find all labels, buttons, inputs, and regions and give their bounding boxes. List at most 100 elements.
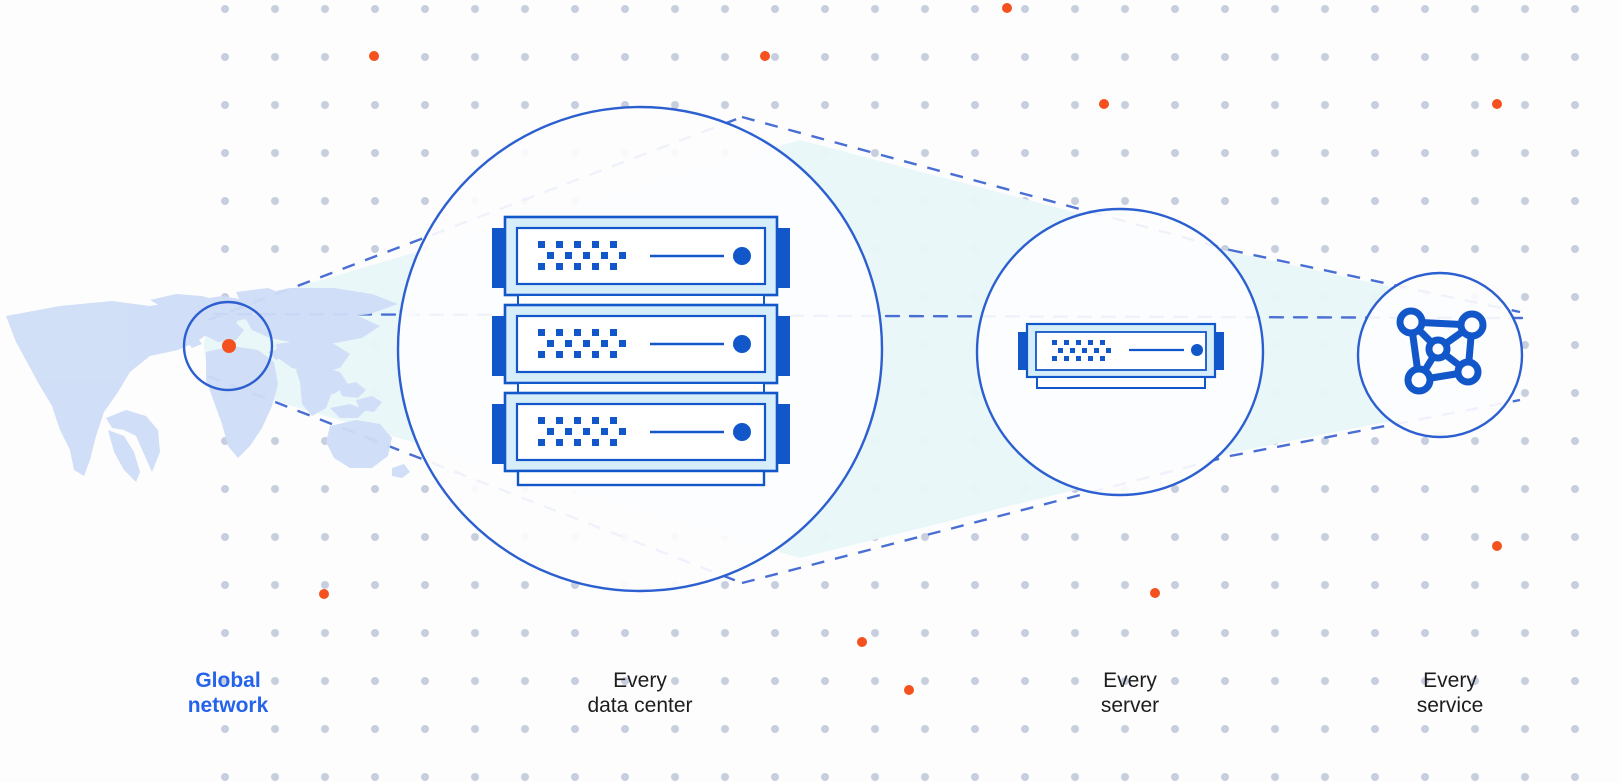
grid-dot — [821, 773, 829, 781]
grid-dot — [971, 101, 979, 109]
grid-dot — [1571, 341, 1579, 349]
grid-dot — [271, 773, 279, 781]
grid-dot — [1421, 437, 1429, 445]
grid-dot — [1221, 581, 1229, 589]
grid-dot — [471, 101, 479, 109]
grid-dot — [1171, 197, 1179, 205]
service-group — [1356, 271, 1524, 439]
grid-dot — [521, 725, 529, 733]
grid-dot — [321, 53, 329, 61]
grid-dot — [1271, 53, 1279, 61]
grid-dot — [1471, 629, 1479, 637]
grid-dot-highlight — [760, 51, 770, 61]
label-every-data-center: Every data center — [587, 669, 693, 717]
grid-dot — [771, 53, 779, 61]
grid-dot — [1521, 677, 1529, 685]
grid-dot — [721, 101, 729, 109]
grid-dot — [421, 725, 429, 733]
grid-dot — [771, 101, 779, 109]
grid-dot — [971, 581, 979, 589]
grid-dot — [1421, 101, 1429, 109]
grid-dot — [771, 629, 779, 637]
grid-dot — [1571, 101, 1579, 109]
grid-dot — [771, 773, 779, 781]
mesh-node-center — [1425, 336, 1451, 362]
grid-dot — [821, 629, 829, 637]
server-base-shelf — [1036, 376, 1206, 389]
grid-dot — [1221, 149, 1229, 157]
grid-dot — [421, 197, 429, 205]
grid-dot — [471, 5, 479, 13]
grid-dot — [1321, 53, 1329, 61]
grid-dot — [1121, 197, 1129, 205]
grid-dot — [421, 485, 429, 493]
grid-dot — [1121, 677, 1129, 685]
grid-dot — [1221, 533, 1229, 541]
grid-dot — [821, 677, 829, 685]
grid-dot — [1521, 437, 1529, 445]
grid-dot — [421, 101, 429, 109]
grid-dot-highlight — [1492, 99, 1502, 109]
grid-dot — [1521, 581, 1529, 589]
grid-dot — [1321, 725, 1329, 733]
grid-dot — [371, 677, 379, 685]
grid-dot — [771, 725, 779, 733]
grid-dot — [571, 101, 579, 109]
grid-dot — [921, 773, 929, 781]
grid-dot — [1571, 773, 1579, 781]
grid-dot — [1071, 101, 1079, 109]
grid-dot — [271, 197, 279, 205]
grid-dot — [1521, 5, 1529, 13]
rack-connector-2 — [517, 382, 765, 394]
grid-dot — [521, 53, 529, 61]
grid-dot — [1571, 533, 1579, 541]
grid-dot — [671, 725, 679, 733]
grid-dot — [921, 149, 929, 157]
grid-dot — [1371, 149, 1379, 157]
grid-dot — [1071, 197, 1079, 205]
grid-dot — [1571, 581, 1579, 589]
grid-dot — [221, 581, 229, 589]
grid-dot — [971, 533, 979, 541]
grid-dot — [371, 581, 379, 589]
grid-dot — [1071, 773, 1079, 781]
grid-dot — [221, 533, 229, 541]
grid-dot — [1521, 101, 1529, 109]
grid-dot — [621, 677, 629, 685]
grid-dot — [1471, 437, 1479, 445]
grid-dot — [371, 149, 379, 157]
grid-dot — [1521, 53, 1529, 61]
grid-dot — [1171, 53, 1179, 61]
grid-dot — [1321, 437, 1329, 445]
grid-dot — [471, 53, 479, 61]
grid-dot — [421, 773, 429, 781]
grid-dot — [721, 677, 729, 685]
grid-dot — [421, 53, 429, 61]
grid-dot — [321, 149, 329, 157]
grid-dot — [1421, 5, 1429, 13]
mesh-node-top-right — [1457, 310, 1487, 340]
grid-dot — [1571, 293, 1579, 301]
grid-dot — [921, 533, 929, 541]
grid-dot — [221, 245, 229, 253]
grid-dot — [671, 773, 679, 781]
grid-dot-highlight — [1002, 3, 1012, 13]
grid-dot — [1221, 629, 1229, 637]
grid-dot — [1071, 533, 1079, 541]
grid-dot — [1071, 53, 1079, 61]
grid-dot — [271, 533, 279, 541]
grid-dot — [1521, 149, 1529, 157]
rack-unit-2 — [492, 303, 790, 385]
grid-dot — [1571, 245, 1579, 253]
grid-dot — [1271, 581, 1279, 589]
map-focus-circle — [182, 300, 274, 392]
grid-dot — [271, 437, 279, 445]
grid-dot — [871, 629, 879, 637]
grid-dot — [921, 677, 929, 685]
grid-dot — [1121, 149, 1129, 157]
grid-dot — [1221, 773, 1229, 781]
grid-dot — [271, 101, 279, 109]
grid-dot — [321, 485, 329, 493]
grid-dot — [1221, 101, 1229, 109]
